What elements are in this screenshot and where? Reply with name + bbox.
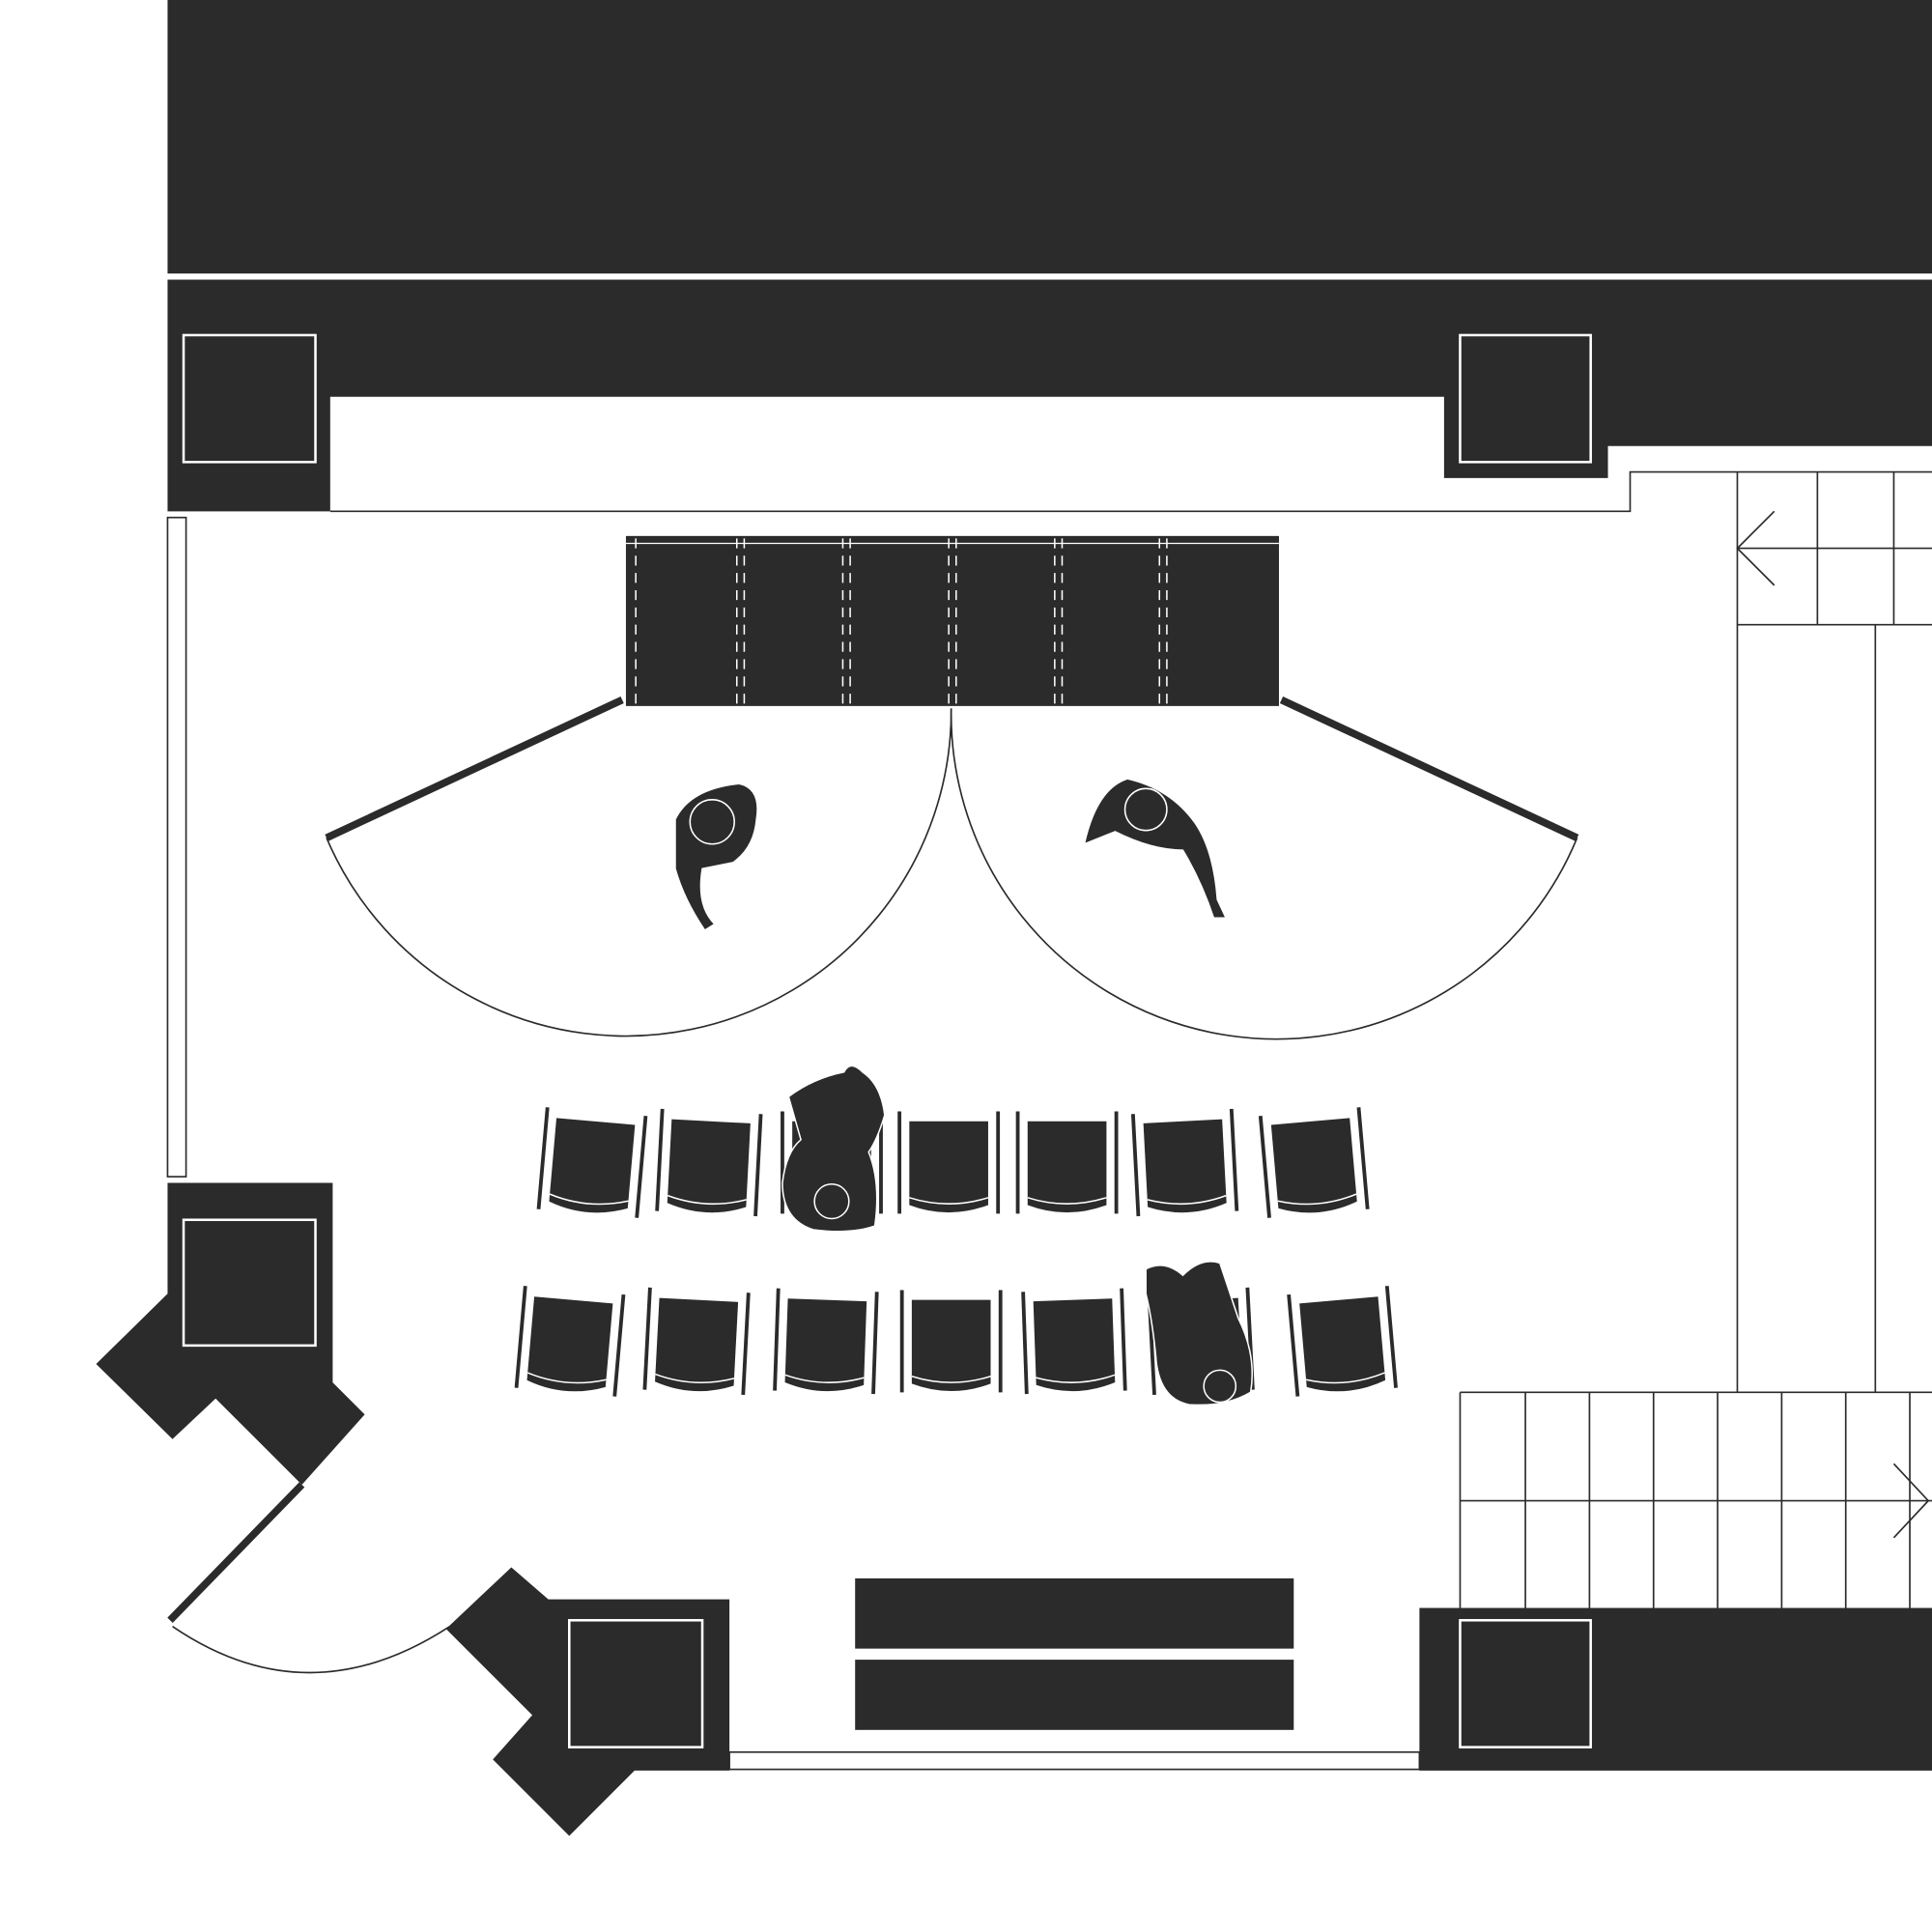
column-marker: [1459, 333, 1592, 464]
southeast-wall: [1419, 1607, 1932, 1771]
movable-partition: [625, 535, 1279, 706]
partition-wing-right: [1279, 696, 1579, 841]
west-window: [166, 516, 187, 1178]
chair[interactable]: [1258, 1107, 1370, 1218]
chair[interactable]: [514, 1286, 626, 1397]
person-standing: [1083, 778, 1228, 920]
stairs-lower: [1459, 1391, 1932, 1608]
chair[interactable]: [642, 1287, 751, 1396]
door-swing-arc: [172, 1625, 451, 1674]
column-marker: [568, 1619, 704, 1748]
chair[interactable]: [655, 1108, 763, 1217]
chair[interactable]: [1130, 1108, 1239, 1217]
bench-2: [855, 1660, 1294, 1730]
wing-swing-arc-left: [326, 708, 952, 1037]
top-wall-block: [167, 0, 1932, 274]
column-marker: [182, 333, 317, 464]
entry-door: [167, 1482, 305, 1623]
column-marker: [1459, 1619, 1592, 1748]
chair[interactable]: [1021, 1288, 1127, 1395]
person-seated: [1145, 1261, 1253, 1406]
chair[interactable]: [897, 1111, 1001, 1214]
floor-edge: [329, 470, 1932, 513]
person-seated: [781, 1065, 886, 1233]
partition-wing-left: [325, 696, 624, 841]
chair[interactable]: [1287, 1286, 1398, 1397]
stairs-upper: [1736, 471, 1932, 1393]
stair-arrow-icon: [1736, 510, 1776, 586]
chair[interactable]: [899, 1290, 1003, 1393]
chair[interactable]: [536, 1107, 648, 1218]
chair[interactable]: [773, 1288, 879, 1395]
north-wall: [167, 279, 1932, 512]
chair[interactable]: [1015, 1111, 1119, 1214]
south-column: [445, 1567, 730, 1836]
south-window: [728, 1750, 1421, 1771]
southwest-column: [96, 1182, 365, 1485]
stair-arrow-icon: [1892, 1463, 1930, 1539]
person-standing: [674, 782, 758, 932]
column-marker: [182, 1218, 317, 1348]
wing-swing-arc-right: [950, 708, 1578, 1040]
bench-1: [855, 1577, 1294, 1649]
